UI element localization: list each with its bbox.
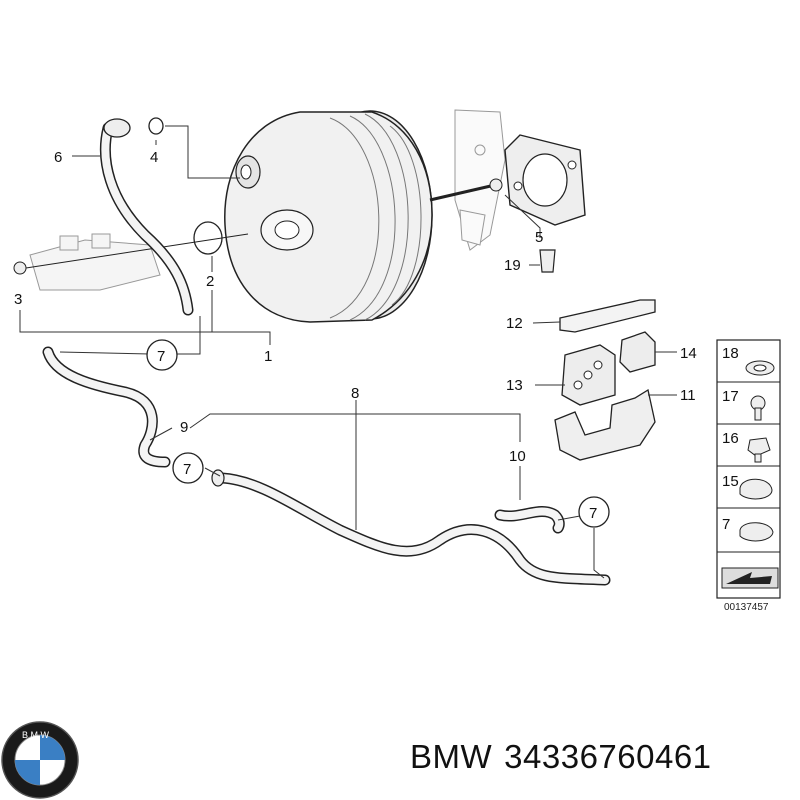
callout-14: 14 — [680, 345, 697, 362]
callout-16: 16 — [722, 430, 739, 447]
pedal-bracket — [454, 109, 506, 251]
caption-part-number: 34336760461 — [504, 738, 712, 775]
vacuum-hose-upper — [99, 118, 194, 316]
callout-6: 6 — [54, 149, 62, 166]
o-ring — [193, 221, 223, 255]
callout-7d: 7 — [722, 516, 730, 533]
parts-panel — [716, 339, 781, 599]
rubber-block — [561, 344, 616, 406]
callout-13: 13 — [506, 377, 523, 394]
gasket — [504, 134, 586, 226]
arrow-icon — [721, 567, 779, 589]
washer — [148, 117, 164, 135]
vacuum-hose-lower-left — [42, 346, 171, 468]
diagram-number: 00137457 — [724, 602, 769, 613]
callout-19: 19 — [504, 257, 521, 274]
callout-15: 15 — [722, 473, 739, 490]
callout-10: 10 — [509, 448, 526, 465]
caption-brand: BMW — [410, 738, 493, 775]
clip — [539, 249, 556, 273]
callout-7a: 7 — [157, 348, 165, 365]
grommet — [619, 331, 656, 373]
cover — [559, 299, 656, 333]
bmw-logo-icon: B M W — [1, 721, 79, 799]
logo-text: B M W — [22, 730, 50, 740]
callout-18: 18 — [722, 345, 739, 362]
brake-booster — [224, 110, 503, 323]
hose-elbow — [494, 505, 565, 534]
callout-7c: 7 — [589, 505, 597, 522]
callout-4: 4 — [150, 149, 158, 166]
callout-5: 5 — [535, 229, 543, 246]
callout-8: 8 — [351, 385, 359, 402]
callout-9: 9 — [180, 419, 188, 436]
master-cylinder — [13, 233, 249, 291]
part-caption: BMW 34336760461 — [410, 738, 724, 776]
callout-2: 2 — [206, 273, 214, 290]
vacuum-pipe — [211, 469, 611, 586]
holder — [554, 388, 656, 461]
callout-7b: 7 — [183, 461, 191, 478]
callout-12: 12 — [506, 315, 523, 332]
callout-17: 17 — [722, 388, 739, 405]
callout-3: 3 — [14, 291, 22, 308]
callout-1: 1 — [264, 348, 272, 365]
callout-11: 11 — [680, 387, 696, 404]
